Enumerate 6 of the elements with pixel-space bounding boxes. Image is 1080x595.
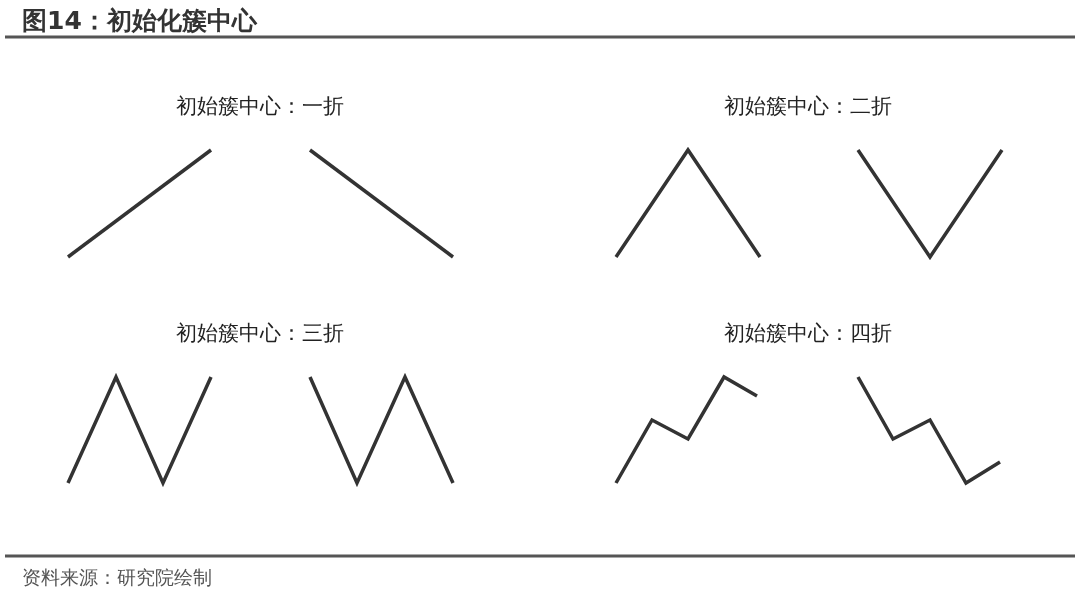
source-note: 资料来源：研究院绘制 bbox=[22, 565, 212, 590]
panel-label: 初始簇中心：一折 bbox=[176, 93, 344, 120]
panel-label: 初始簇中心：四折 bbox=[724, 320, 892, 347]
panel-label: 初始簇中心：三折 bbox=[176, 320, 344, 347]
panel-label: 初始簇中心：二折 bbox=[724, 93, 892, 120]
figure-title: 图14：初始化簇中心 bbox=[22, 5, 257, 37]
